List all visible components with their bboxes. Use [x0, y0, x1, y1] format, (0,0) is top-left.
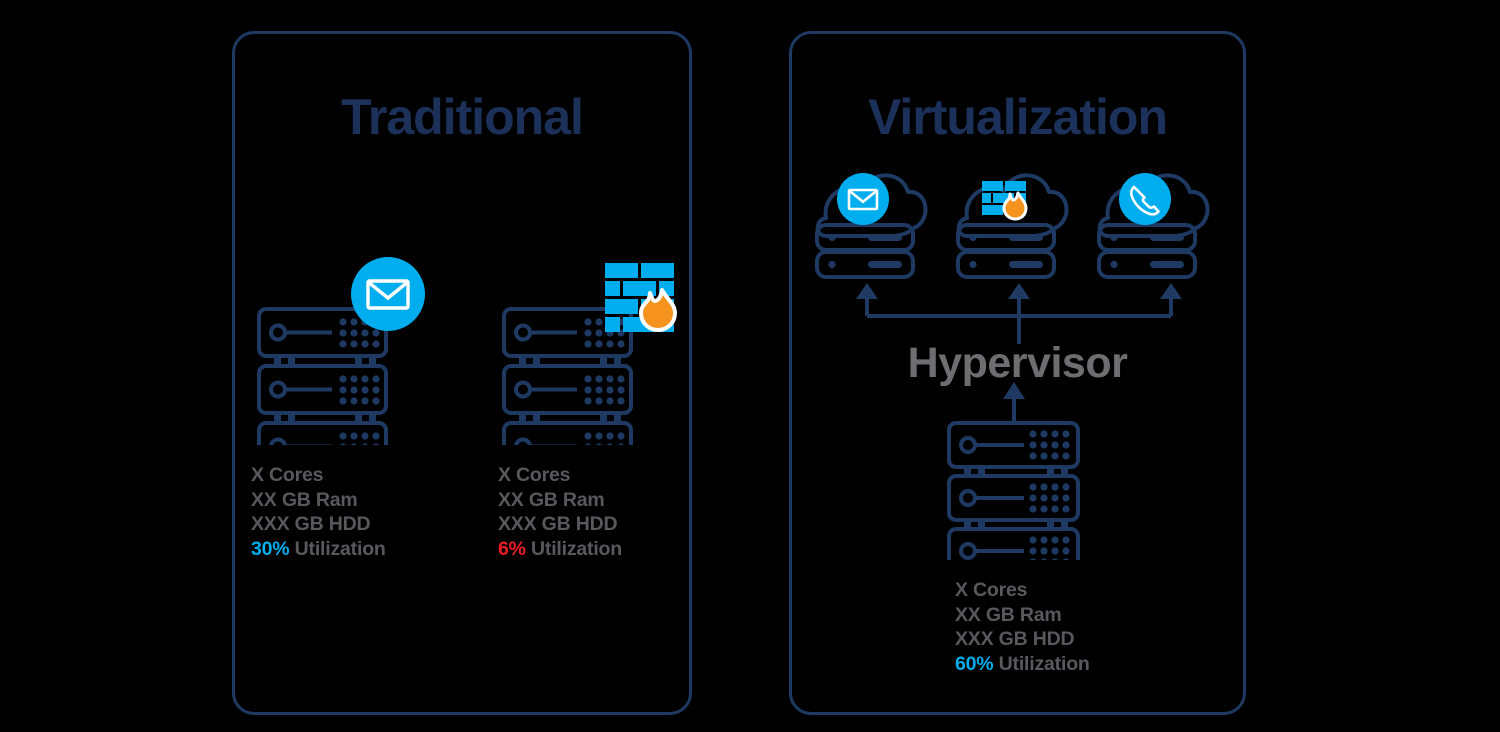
spec-cores: X Cores — [955, 579, 1028, 601]
spec-block-traditional-1: X Cores XX GB Ram XXX GB HDD 30% Utiliza… — [251, 463, 386, 561]
envelope-icon — [351, 257, 425, 336]
spec-hdd: XXX GB HDD — [498, 513, 618, 536]
spec-ram: XX GB Ram — [251, 488, 358, 511]
utilization-value: 30% — [251, 537, 290, 560]
utilization-label: Utilization — [531, 537, 622, 560]
virtual-machine-1 — [810, 158, 940, 288]
virtual-machine-3 — [1092, 158, 1222, 288]
spec-utilization: 30% Utilization — [251, 537, 386, 562]
page-title-traditional: Traditional — [341, 89, 584, 145]
spec-block-traditional-2: X Cores XX GB Ram XXX GB HDD 6% Utilizat… — [498, 463, 622, 561]
firewall-flame-icon — [600, 257, 680, 342]
hypervisor-label: Hypervisor — [907, 339, 1128, 387]
spec-cores: X Cores — [498, 464, 571, 486]
spec-utilization: 6% Utilization — [498, 537, 622, 562]
virtual-machine-2 — [951, 158, 1081, 288]
panel-traditional: Traditional — [232, 31, 692, 715]
utilization-value: 6% — [498, 537, 526, 560]
hypervisor-arrow-bus — [840, 280, 1200, 410]
host-to-hypervisor-arrow — [1000, 380, 1030, 430]
utilization-value: 60% — [955, 652, 994, 675]
spec-hdd: XXX GB HDD — [251, 513, 371, 536]
utilization-label: Utilization — [294, 537, 386, 560]
utilization-label: Utilization — [998, 652, 1090, 675]
spec-hdd: XXX GB HDD — [955, 628, 1075, 651]
spec-block-virtualization-host: X Cores XX GB Ram XXX GB HDD 60% Utiliza… — [955, 578, 1090, 676]
spec-ram: XX GB Ram — [498, 488, 605, 511]
spec-ram: XX GB Ram — [955, 603, 1062, 626]
spec-cores: X Cores — [251, 464, 324, 486]
page-title-virtualization: Virtualization — [867, 89, 1168, 145]
spec-utilization: 60% Utilization — [955, 652, 1090, 677]
panel-virtualization: Virtualization — [789, 31, 1246, 715]
virtualization-host-server — [940, 420, 1100, 575]
phone-icon — [1129, 185, 1160, 216]
